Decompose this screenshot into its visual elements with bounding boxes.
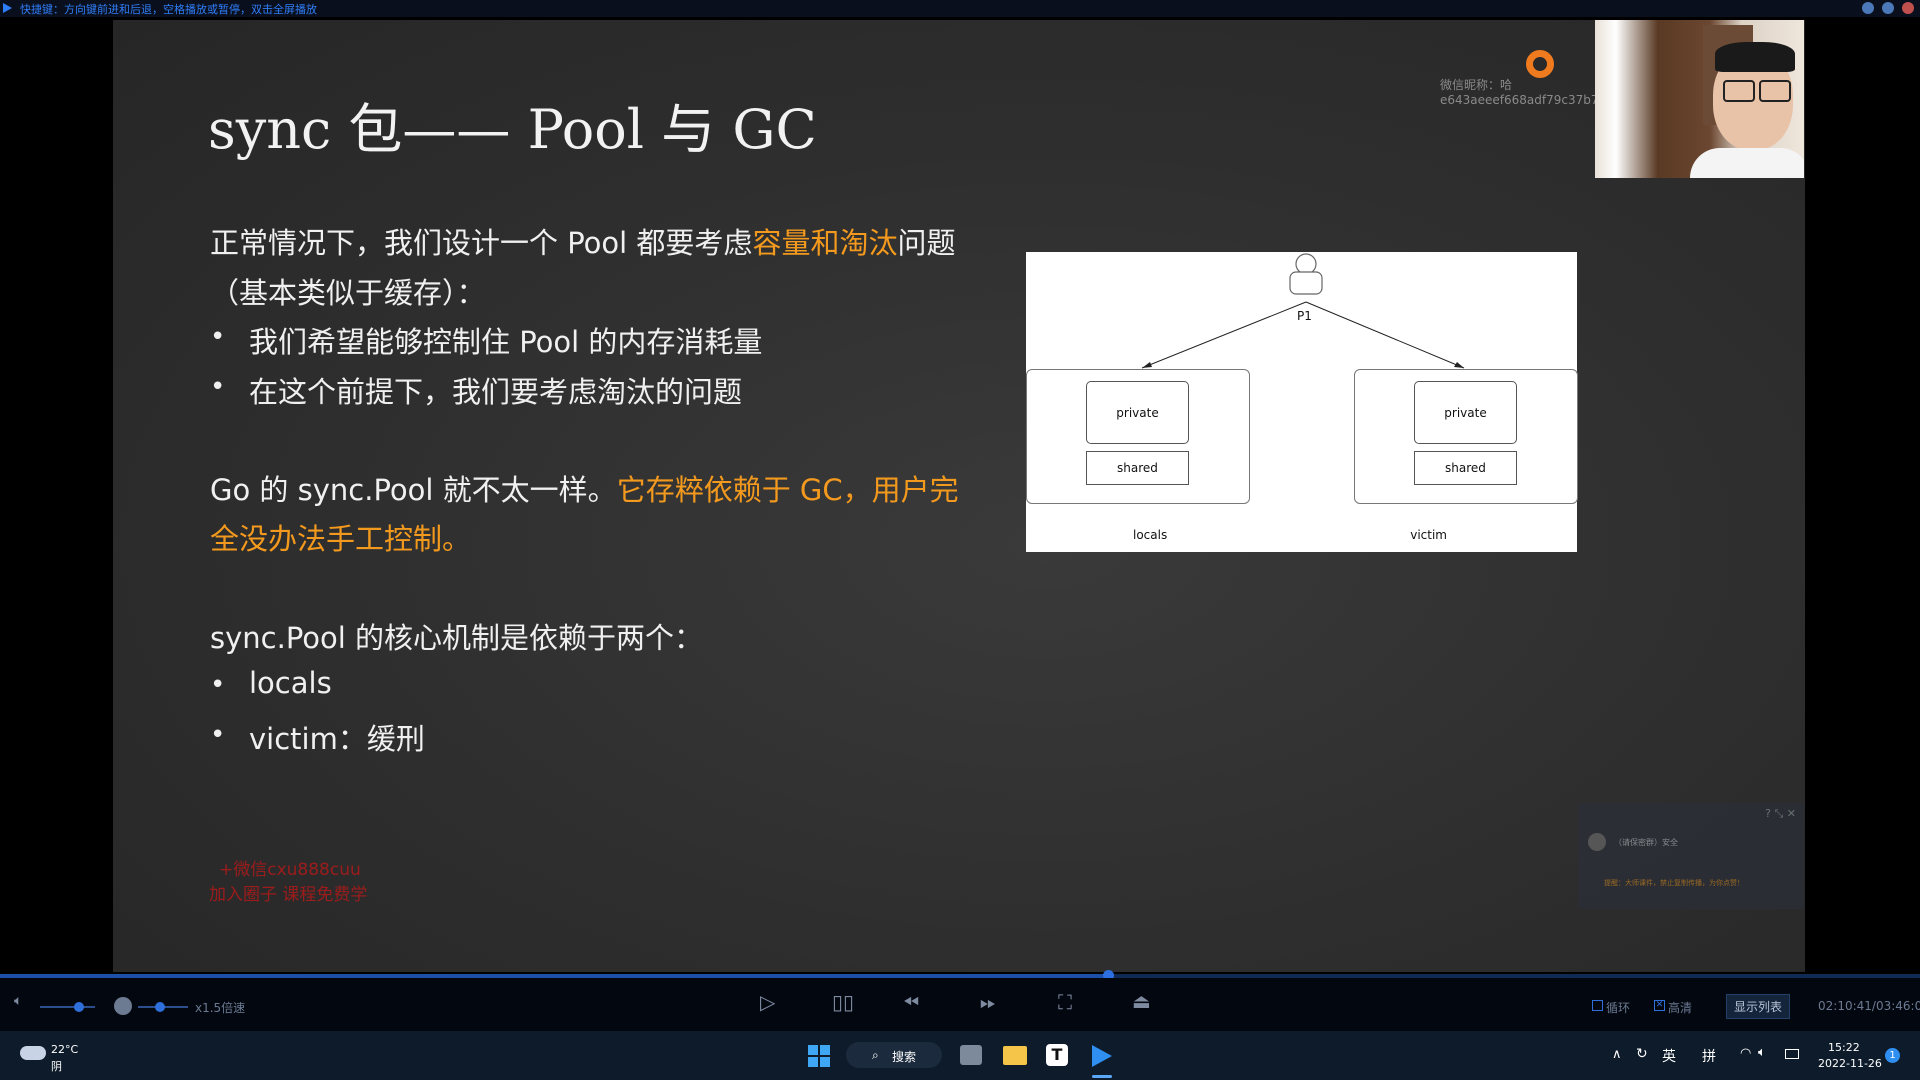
webcam-overlay: [1595, 20, 1804, 178]
bullet2-item2: victim：缓刑: [249, 722, 425, 756]
brand-logo-icon: [1526, 50, 1554, 78]
play-icon[interactable]: ▷: [760, 990, 776, 1014]
fast-forward-icon[interactable]: ⏩︎: [980, 990, 996, 1014]
pause-icon[interactable]: ▯▯: [832, 990, 855, 1014]
close-icon[interactable]: [1902, 2, 1914, 14]
red-watermark-2: 加入圈子 课程免费学: [209, 885, 368, 905]
diagram-p1-label: P1: [1297, 309, 1312, 323]
volume-icon[interactable]: 🔈︎: [14, 993, 23, 1009]
right-private-box: private: [1414, 381, 1517, 444]
weather-desc: 阴: [51, 1060, 62, 1073]
windows-start-tile: [820, 1057, 830, 1067]
glasses-right: [1759, 80, 1791, 102]
para1-highlight: 容量和淘汰: [752, 226, 898, 260]
bullet2-item1: locals: [249, 666, 332, 700]
bullet-dot: •: [210, 322, 226, 352]
chat-close-icon[interactable]: ? ⤡ ✕: [1765, 807, 1796, 820]
windows-start-tile: [808, 1057, 818, 1067]
red-watermark-1: +微信cxu888cuu: [219, 860, 361, 880]
person-shirt: [1690, 148, 1804, 178]
windows-start-icon[interactable]: [808, 1045, 830, 1067]
maximize-icon[interactable]: [1882, 2, 1894, 14]
loop-checkbox[interactable]: [1592, 1000, 1603, 1011]
taskbar-search-label: 搜索: [892, 1050, 917, 1064]
windows-start-tile: [808, 1045, 818, 1055]
chat-message: 提醒：大师课件，禁止复制传播，为你点赞！: [1604, 879, 1744, 887]
progress-fill: [0, 974, 1108, 978]
loop-label: 循环: [1606, 1001, 1631, 1015]
speed-knob[interactable]: [155, 1002, 165, 1012]
chat-avatar: [1588, 833, 1606, 851]
bullet-dot: •: [210, 372, 226, 402]
wifi-icon[interactable]: ◠: [1740, 1046, 1752, 1061]
para1-text-b: 问题: [897, 226, 956, 260]
user-watermark-2: e643aeeef668adf79c37b79e: [1440, 93, 1614, 107]
slide-title: sync 包—— Pool 与 GC: [208, 98, 817, 161]
clock-time[interactable]: 15:22: [1828, 1041, 1860, 1054]
locals-label: locals: [1133, 528, 1168, 542]
para2-line1: Go 的 sync.Pool 就不太一样。它存粹依赖于 GC，用户完: [210, 467, 959, 509]
bullet1-item2: 在这个前提下，我们要考虑淘汰的问题: [249, 375, 743, 409]
playlist-button[interactable]: 显示列表: [1726, 994, 1791, 1019]
notification-badge[interactable]: 1: [1885, 1048, 1900, 1063]
bullet1-item1: 我们希望能够控制住 Pool 的内存消耗量: [249, 325, 763, 359]
player-controls: 🔈︎ x1.5倍速 ▷ ▯▯ ⏪︎ ⏩︎ ⛶ ⏏︎ 循环 ✕ 高清 显示列表 0…: [0, 978, 1920, 1031]
chat-popup[interactable]: ? ⤡ ✕ （请保密群）安全 提醒：大师课件，禁止复制传播，为你点赞！: [1578, 803, 1804, 909]
pool-diagram: P1 private shared locals private shared …: [1026, 252, 1578, 552]
player-hint-bar: 快捷键：方向键前进和后退，空格播放或暂停，双击全屏播放: [0, 0, 1920, 17]
battery-icon[interactable]: [1785, 1049, 1799, 1059]
user-watermark-1: 微信昵称：哈: [1440, 78, 1513, 92]
bullet-dot: •: [210, 720, 226, 750]
sync-icon[interactable]: ↻: [1636, 1046, 1648, 1062]
windows-start-tile: [820, 1045, 830, 1055]
hd-checkbox[interactable]: ✕: [1654, 1000, 1665, 1011]
hd-label: 高清: [1668, 1001, 1693, 1015]
time-display: 02:10:41/03:46:05: [1818, 999, 1920, 1013]
para3: sync.Pool 的核心机制是依赖于两个：: [210, 621, 704, 655]
speed-label: x1.5倍速: [195, 1001, 246, 1015]
cloud-icon: [20, 1046, 46, 1060]
para1-line2: （基本类似于缓存）：: [210, 276, 486, 310]
bullet-dot: •: [210, 670, 226, 700]
tray-chevron-icon[interactable]: ∧: [1612, 1047, 1622, 1062]
ime-mode[interactable]: 拼: [1702, 1049, 1716, 1065]
video-player-app-icon[interactable]: [1092, 1045, 1112, 1067]
para2-highlight-1: 它存粹依赖于 GC，用户完: [616, 473, 959, 507]
speaker-icon[interactable]: 🔈︎: [1758, 1045, 1766, 1060]
para1-line1: 正常情况下，我们设计一个 Pool 都要考虑容量和淘汰问题: [210, 220, 955, 262]
eject-icon[interactable]: ⏏︎: [1132, 989, 1151, 1013]
player-logo-icon: [3, 3, 12, 13]
hotkey-hint: 快捷键：方向键前进和后退，空格播放或暂停，双击全屏播放: [20, 3, 317, 16]
rewind-icon[interactable]: ⏪︎: [903, 990, 919, 1014]
taskbar-search-button[interactable]: [846, 1042, 942, 1068]
ime-language[interactable]: 英: [1662, 1049, 1676, 1065]
diagram-lines: [1141, 253, 1465, 369]
minimize-icon[interactable]: [1862, 2, 1874, 14]
weather-temp: 22°C: [51, 1043, 79, 1056]
fullscreen-icon[interactable]: ⛶: [1058, 990, 1072, 1014]
file-explorer-icon[interactable]: [1003, 1046, 1027, 1065]
active-app-indicator: [1092, 1075, 1112, 1078]
para1-text-a: 正常情况下，我们设计一个 Pool 都要考虑: [210, 226, 753, 260]
volume-slider[interactable]: [40, 1006, 95, 1008]
left-private-box: private: [1086, 381, 1189, 444]
volume-knob[interactable]: [73, 1002, 84, 1012]
clock-date[interactable]: 2022-11-26: [1818, 1057, 1882, 1070]
para2-text: Go 的 sync.Pool 就不太一样。: [210, 473, 617, 507]
task-view-icon[interactable]: [960, 1045, 982, 1065]
para2-highlight-2: 全没办法手工控制。: [210, 522, 472, 556]
left-shared-box: shared: [1086, 451, 1189, 485]
right-shared-box: shared: [1414, 451, 1517, 485]
search-icon: ⌕: [872, 1048, 879, 1062]
glasses-left: [1723, 80, 1755, 102]
speed-icon[interactable]: [114, 997, 132, 1015]
victim-label: victim: [1410, 528, 1447, 542]
windows-taskbar: 22°C 阴 ⌕ 搜索 T ∧ ↻ 英 拼 ◠ 🔈︎ 15:22 2022-11…: [0, 1031, 1920, 1080]
chat-user: （请保密群）安全: [1614, 838, 1678, 847]
typora-icon[interactable]: T: [1046, 1044, 1068, 1066]
progress-knob[interactable]: [1102, 970, 1114, 981]
person-hair: [1715, 42, 1795, 72]
playback-progress[interactable]: [0, 970, 1920, 981]
